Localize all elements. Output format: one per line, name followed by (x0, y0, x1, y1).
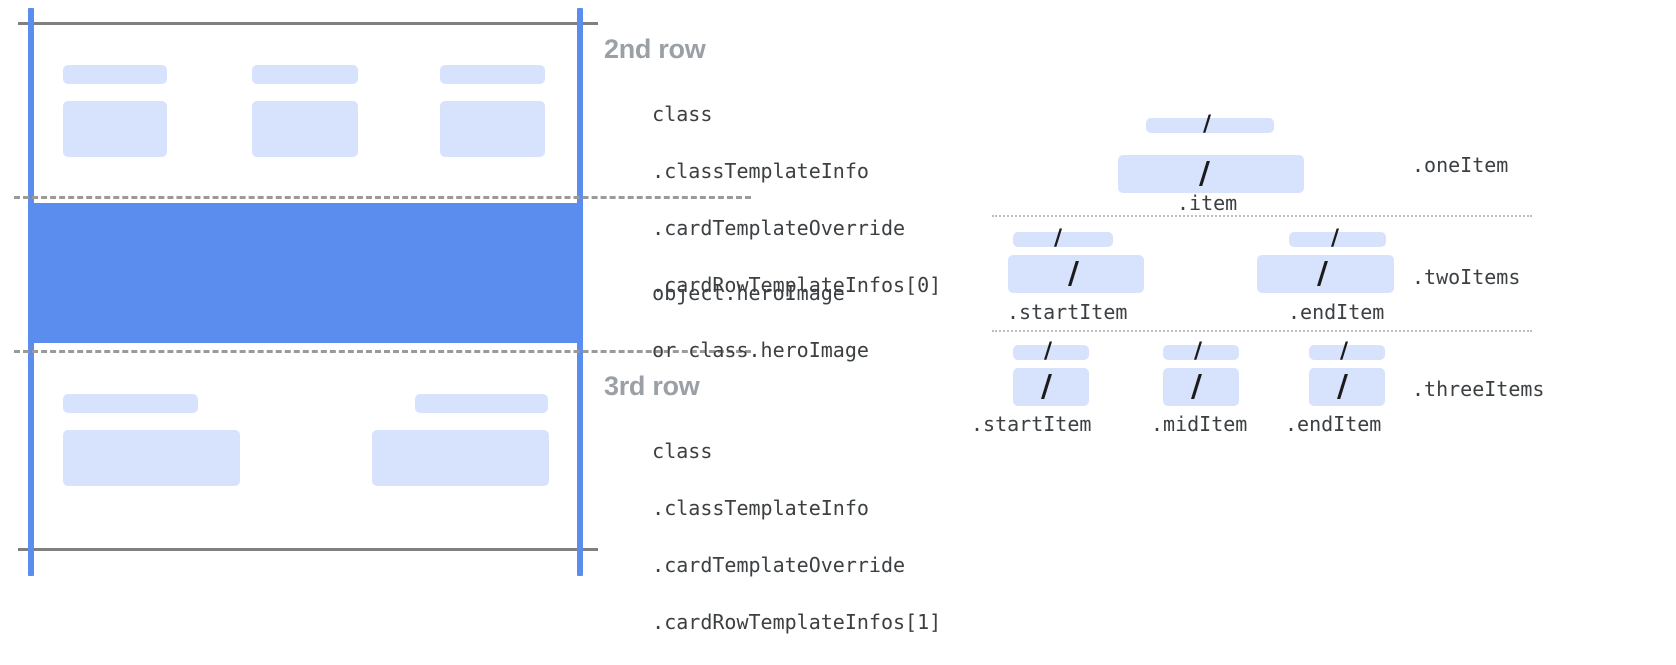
three-items-name: .threeItems (1412, 377, 1545, 401)
three-items-start-label-ph (1013, 345, 1089, 360)
three-items-end-sublabel: .endItem (1285, 412, 1382, 436)
three-items-mid-value-slash: / (1191, 369, 1202, 404)
second-row-value-1 (63, 101, 167, 157)
third-row-title: 3rd row (604, 371, 700, 401)
three-items-mid-value-ph (1163, 368, 1239, 406)
third-row-code-line-1: .classTemplateInfo (652, 495, 869, 520)
second-row-code-line-0: class (652, 101, 713, 126)
two-items-end-sublabel: .endItem (1288, 300, 1385, 324)
card-bottom-rule (18, 548, 598, 551)
hero-image-code-line-1: or class.heroImage (652, 337, 869, 362)
three-items-end-value-ph (1309, 368, 1385, 406)
three-items-end-value-slash: / (1337, 369, 1348, 404)
card-top-rule (18, 22, 598, 25)
diagram-canvas: 2nd row class .classTemplateInfo .cardTe… (0, 0, 1545, 634)
two-items-start-sublabel: .startItem (1007, 300, 1128, 324)
second-row-label-2 (252, 65, 358, 84)
one-item-name: .oneItem (1412, 153, 1509, 177)
third-row-label-2 (415, 394, 548, 413)
card-mockup (0, 0, 751, 584)
three-items-end-label-ph (1309, 345, 1385, 360)
card-divider-above-hero (14, 196, 751, 199)
one-item-label-ph (1146, 118, 1274, 133)
hero-image-code-line-0: object.heroImage (652, 280, 845, 305)
third-row-value-2 (372, 430, 549, 486)
second-row-code-line-2: .cardTemplateOverride (652, 215, 906, 240)
variant-divider-2 (992, 330, 1532, 332)
two-items-end-value-slash: / (1317, 256, 1328, 291)
two-items-start-label-slash: / (1054, 226, 1063, 251)
third-row-label-1 (63, 394, 198, 413)
second-row-label-3 (440, 65, 545, 84)
three-items-mid-label-slash: / (1194, 339, 1203, 364)
second-row-code-line-1: .classTemplateInfo (652, 158, 869, 183)
two-items-name: .twoItems (1412, 265, 1521, 289)
second-row-value-3 (440, 101, 545, 157)
second-row-title: 2nd row (604, 34, 706, 64)
hero-image-code: object.heroImage or class.heroImage (604, 250, 869, 393)
third-row-code-line-2: .cardTemplateOverride (652, 552, 906, 577)
third-row-value-1 (63, 430, 240, 486)
second-row-code: class .classTemplateInfo .cardTemplateOv… (604, 71, 941, 328)
second-row-code-line-3: .cardRowTemplateInfos[0] (652, 272, 942, 297)
two-items-start-label-ph (1013, 232, 1113, 247)
one-item-value-slash: / (1199, 156, 1210, 191)
second-row-value-2 (252, 101, 358, 157)
three-items-mid-label-ph (1163, 345, 1239, 360)
three-items-start-value-slash: / (1041, 369, 1052, 404)
third-row-code-line-3: .cardRowTemplateInfos[1] (652, 609, 942, 634)
one-item-label-slash: / (1203, 112, 1212, 137)
second-row-label-1 (63, 65, 167, 84)
card-right-rail (577, 8, 583, 576)
hero-image-band (31, 203, 580, 343)
two-items-start-value-ph (1008, 255, 1144, 293)
two-items-end-label-ph (1289, 232, 1386, 247)
three-items-start-label-slash: / (1044, 339, 1053, 364)
three-items-start-value-ph (1013, 368, 1089, 406)
three-items-end-label-slash: / (1340, 339, 1349, 364)
layout-variants: / / .item .oneItem / / .startItem / / .e… (971, 112, 1545, 437)
one-item-sublabel: .item (1177, 191, 1238, 215)
three-items-mid-sublabel: .midItem (1151, 412, 1248, 436)
third-row-code-line-0: class (652, 438, 713, 463)
card-divider-below-hero (14, 350, 751, 353)
three-items-start-sublabel: .startItem (971, 412, 1092, 436)
two-items-end-value-ph (1257, 255, 1394, 293)
two-items-end-label-slash: / (1331, 226, 1340, 251)
two-items-start-value-slash: / (1068, 256, 1079, 291)
variant-divider-1 (992, 215, 1532, 217)
one-item-value-ph (1118, 155, 1304, 193)
